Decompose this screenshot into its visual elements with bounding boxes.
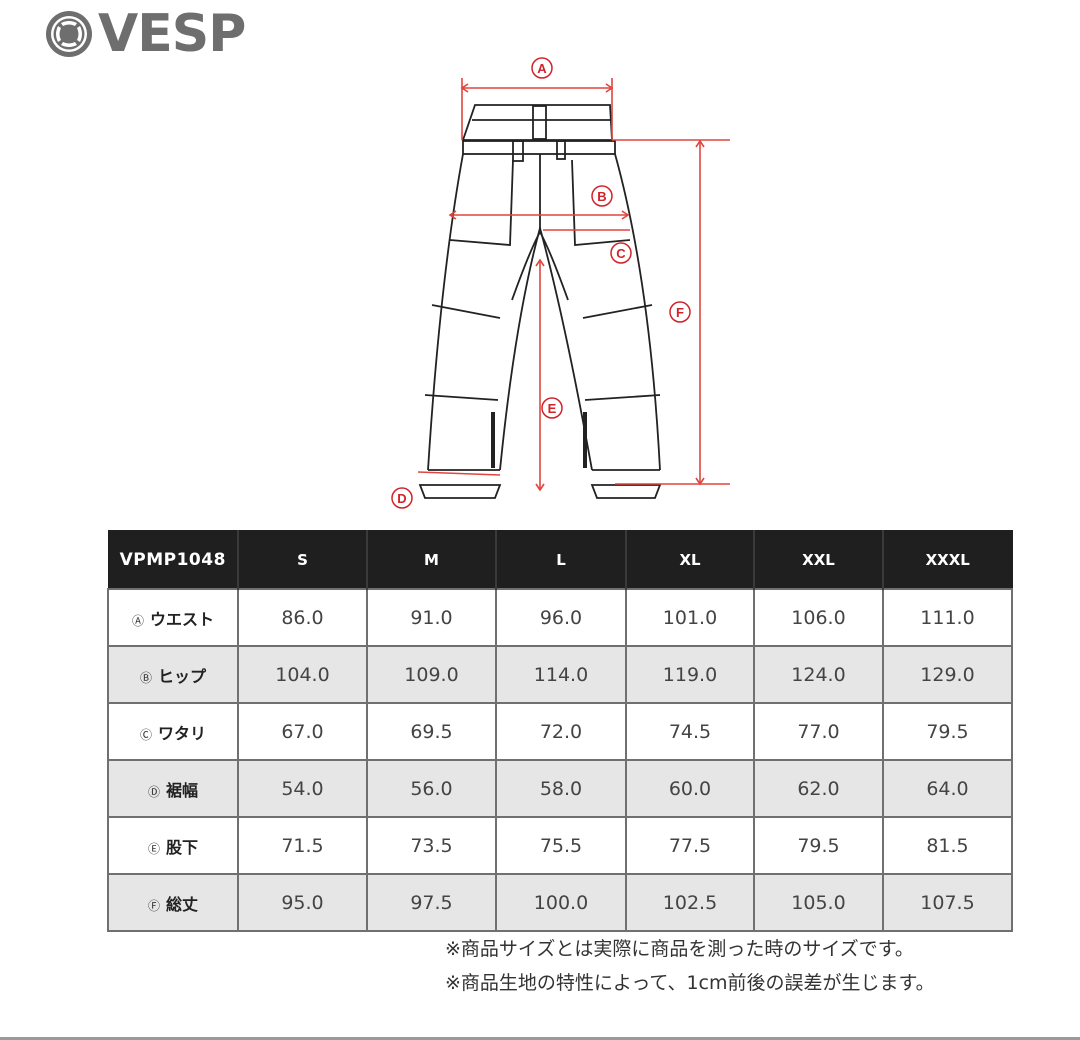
- table-row-hem-width: Ⓓ 裾幅 54.0 56.0 58.0 60.0 62.0 64.0: [107, 759, 1013, 818]
- marker-b: Ⓑ: [139, 670, 152, 685]
- table-cell: 81.5: [882, 816, 1013, 875]
- marker-a: Ⓐ: [131, 613, 144, 628]
- table-cell: 75.5: [495, 816, 627, 875]
- table-cell: 56.0: [366, 759, 497, 818]
- svg-text:D: D: [397, 491, 406, 506]
- table-cell: 58.0: [495, 759, 627, 818]
- measurement-labels: A B C D E F: [391, 57, 691, 509]
- brand-logo: VESP: [44, 4, 246, 64]
- pants-measurement-diagram: A B C D E F: [391, 57, 730, 509]
- table-cell: 73.5: [366, 816, 497, 875]
- row-name: 総丈: [166, 894, 199, 914]
- table-cell: 109.0: [366, 645, 497, 704]
- svg-text:E: E: [548, 401, 557, 416]
- marker-c: Ⓒ: [139, 727, 152, 742]
- row-name: ヒップ: [158, 666, 207, 686]
- size-header: S: [237, 530, 368, 590]
- table-cell: 69.5: [366, 702, 497, 761]
- note-line: ※商品サイズとは実際に商品を測った時のサイズです。: [445, 938, 914, 960]
- table-header-row: VPMP1048 S M L XL XXL XXXL: [107, 530, 1013, 590]
- size-notes: ※商品サイズとは実際に商品を測った時のサイズです。 ※商品生地の特性によって、1…: [445, 932, 935, 1000]
- table-cell: 101.0: [625, 588, 755, 647]
- table-row-hip: Ⓑ ヒップ 104.0 109.0 114.0 119.0 124.0 129.0: [107, 645, 1013, 704]
- row-label: Ⓕ 総丈: [107, 873, 239, 932]
- row-name: ワタリ: [158, 723, 207, 743]
- zipper-icon: [491, 412, 587, 468]
- size-header: XXXL: [882, 530, 1013, 590]
- marker-e: Ⓔ: [147, 841, 160, 856]
- table-cell: 54.0: [237, 759, 368, 818]
- row-label: Ⓓ 裾幅: [107, 759, 239, 818]
- row-name: ウエスト: [150, 609, 215, 629]
- size-header: XXL: [753, 530, 884, 590]
- size-header: L: [495, 530, 627, 590]
- row-label: Ⓔ 股下: [107, 816, 239, 875]
- bottom-divider: [0, 1037, 1080, 1040]
- svg-text:B: B: [597, 189, 606, 204]
- brand-name: VESP: [98, 4, 246, 64]
- marker-f: Ⓕ: [147, 898, 160, 913]
- table-cell: 79.5: [753, 816, 884, 875]
- row-label: Ⓐ ウエスト: [107, 588, 239, 647]
- table-row-waist: Ⓐ ウエスト 86.0 91.0 96.0 101.0 106.0 111.0: [107, 588, 1013, 647]
- table-cell: 71.5: [237, 816, 368, 875]
- marker-d: Ⓓ: [147, 784, 160, 799]
- table-cell: 72.0: [495, 702, 627, 761]
- table-cell: 104.0: [237, 645, 368, 704]
- table-cell: 77.0: [753, 702, 884, 761]
- table-cell: 79.5: [882, 702, 1013, 761]
- table-cell: 102.5: [625, 873, 755, 932]
- table-cell: 106.0: [753, 588, 884, 647]
- table-row-total-length: Ⓕ 総丈 95.0 97.5 100.0 102.5 105.0 107.5: [107, 873, 1013, 932]
- svg-text:A: A: [537, 61, 547, 76]
- note-line: ※商品生地の特性によって、1cm前後の誤差が生じます。: [445, 972, 935, 994]
- table-cell: 64.0: [882, 759, 1013, 818]
- table-cell: 114.0: [495, 645, 627, 704]
- measurement-lines: [417, 78, 730, 492]
- table-cell: 96.0: [495, 588, 627, 647]
- table-cell: 62.0: [753, 759, 884, 818]
- svg-text:C: C: [616, 246, 626, 261]
- svg-text:F: F: [676, 305, 684, 320]
- table-cell: 91.0: [366, 588, 497, 647]
- row-name: 股下: [166, 837, 199, 857]
- table-cell: 86.0: [237, 588, 368, 647]
- table-cell: 119.0: [625, 645, 755, 704]
- table-cell: 95.0: [237, 873, 368, 932]
- size-chart-table: VPMP1048 S M L XL XXL XXXL Ⓐ ウエスト 86.0 91…: [107, 530, 1013, 932]
- vesp-emblem-icon: [46, 11, 92, 57]
- table-cell: 60.0: [625, 759, 755, 818]
- table-row-inseam: Ⓔ 股下 71.5 73.5 75.5 77.5 79.5 81.5: [107, 816, 1013, 875]
- table-cell: 97.5: [366, 873, 497, 932]
- table-cell: 107.5: [882, 873, 1013, 932]
- size-header: XL: [625, 530, 755, 590]
- table-cell: 67.0: [237, 702, 368, 761]
- product-code: VPMP1048: [107, 530, 239, 590]
- table-cell: 129.0: [882, 645, 1013, 704]
- table-cell: 124.0: [753, 645, 884, 704]
- row-label: Ⓑ ヒップ: [107, 645, 239, 704]
- row-label: Ⓒ ワタリ: [107, 702, 239, 761]
- row-name: 裾幅: [166, 780, 199, 800]
- table-cell: 74.5: [625, 702, 755, 761]
- table-row-thigh: Ⓒ ワタリ 67.0 69.5 72.0 74.5 77.0 79.5: [107, 702, 1013, 761]
- table-cell: 100.0: [495, 873, 627, 932]
- size-header: M: [366, 530, 497, 590]
- table-cell: 105.0: [753, 873, 884, 932]
- pants-outline-icon: [418, 104, 662, 499]
- table-cell: 111.0: [882, 588, 1013, 647]
- table-cell: 77.5: [625, 816, 755, 875]
